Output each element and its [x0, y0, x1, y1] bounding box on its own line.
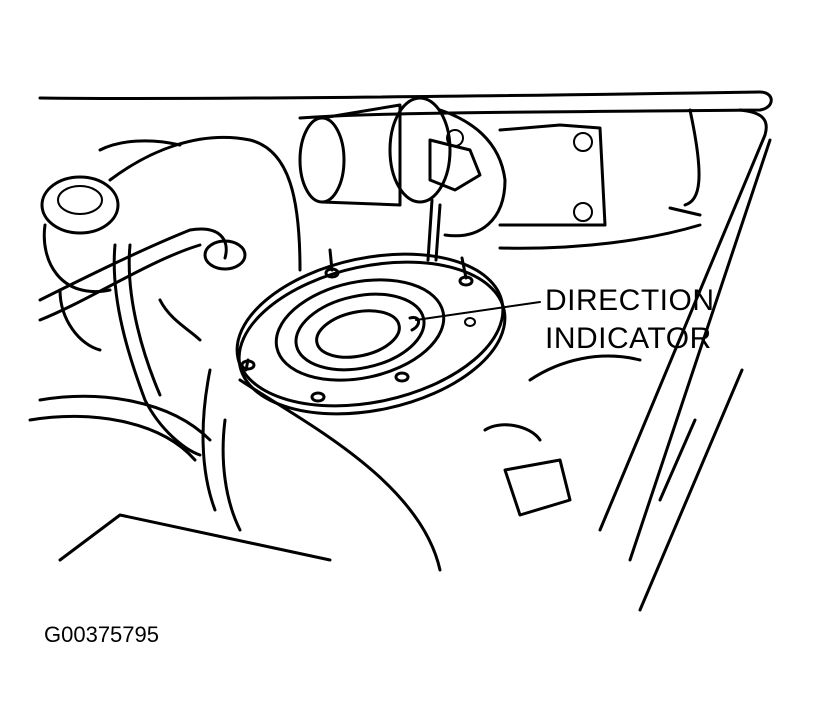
fluid-reservoir [40, 135, 302, 352]
cowl-panel [38, 90, 773, 612]
figure-identifier: G00375795 [44, 622, 159, 647]
hoses [38, 227, 247, 457]
callout-label-line1: DIRECTION [545, 284, 715, 317]
wiper-motor [298, 96, 702, 262]
callout-label-line2: INDICATOR [545, 322, 712, 355]
strut-tower [28, 354, 642, 572]
callout-leader-line [415, 301, 541, 321]
strut-mount-plate [235, 248, 507, 416]
